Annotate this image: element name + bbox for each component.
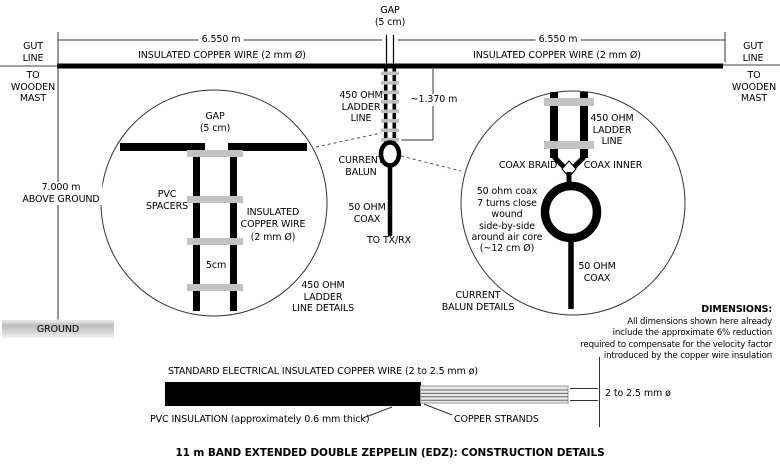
detail-wire-label: INSULATED COPPER WIRE [240,207,306,230]
drop-dim-label: ~1.370 m [407,94,461,106]
span-dim-right: 6.550 m [535,34,581,46]
ground-label: GROUND [36,324,80,335]
pvc-spacer-bars [187,150,243,291]
diagram-title: 11 m BAND EXTENDED DOUBLE ZEPPELIN (EDZ)… [175,447,605,459]
wire-label-right: INSULATED COPPER WIRE (2 mm Ø) [473,50,641,61]
callout-dash-left [315,132,382,148]
coil-diameter-label: (~12 cm Ø) [479,243,535,254]
mast-label-left: TO WOODEN MAST [10,70,56,104]
dimensions-note: DIMENSIONS: All dimensions shown here al… [580,293,772,374]
balun-coax-label: 50 OHM COAX [578,261,616,284]
callout-dash-right [400,155,462,172]
detail-circle-outline [460,90,686,316]
coax-coil [540,181,602,243]
balun-ladder-label: 450 OHM LADDER LINE [590,113,634,147]
coax-braid-label: COAX BRAID [498,160,558,171]
to-txrx-label: TO TX/RX [366,235,412,246]
dimensions-note-body: All dimensions shown here already includ… [580,316,772,362]
strand-lines [421,389,568,401]
gut-line-label-right: GUT LINE [742,41,764,64]
detail-ladder-leg-left [193,151,200,311]
current-balun-label: CURRENT BALUN [338,155,384,178]
ground-bar [2,320,114,338]
detail-ladder-leg-right [230,151,237,311]
balun-ladder-leg-left [550,92,558,158]
height-above-ground-label: 7.000 m ABOVE GROUND [19,182,103,205]
ladder-rungs [381,71,399,142]
balun-spacer-bars [544,98,594,149]
dimensions-note-heading: DIMENSIONS: [701,304,772,316]
ladder-detail-caption: 450 OHM LADDER LINE DETAILS [291,280,355,314]
detail-wire-dia-label: (2 mm Ø) [250,232,296,243]
wire-cross-section [165,357,600,427]
mast-label-right: TO WOODEN MAST [731,70,777,104]
span-dim-left: 6.550 m [198,34,244,46]
coax-inner-label: COAX INNER [583,160,643,171]
spacer-pitch-label: 5cm [205,260,227,271]
pvc-spacers-label: PVC SPACERS [145,189,189,212]
copper-strands-label: COPPER STRANDS [454,414,539,425]
coil-description-label: 50 ohm coax 7 turns close wound side-by-… [471,186,543,243]
pvc-insulation-body [165,382,421,406]
balun-detail-caption: CURRENT BALUN DETAILS [441,290,515,313]
gut-line-label-left: GUT LINE [22,41,44,64]
detail-wire-left [120,143,205,151]
current-balun-symbol [378,140,402,168]
detail-wire-right [228,143,307,151]
ladder-line-label: 450 OHM LADDER LINE [339,90,383,124]
detail-gap-label: GAP (5 cm) [199,111,231,134]
gap-label: GAP (5 cm) [374,5,406,28]
wire-label-left: INSULATED COPPER WIRE (2 mm Ø) [138,50,306,61]
strands-leader-line [423,403,453,416]
coax-label: 50 OHM COAX [348,202,386,225]
main-wire [57,63,723,69]
ladder-detail-circle [100,89,328,317]
wire-diameter-label: 2 to 2.5 mm ø [605,388,671,399]
pvc-leader-line [362,406,393,419]
balun-ladder-leg-right [580,92,588,158]
balun-detail-circle [460,90,686,316]
pvc-insulation-label: PVC INSULATION (approximately 0.6 mm thi… [150,414,370,425]
standard-wire-label: STANDARD ELECTRICAL INSULATED COPPER WIR… [168,366,478,377]
